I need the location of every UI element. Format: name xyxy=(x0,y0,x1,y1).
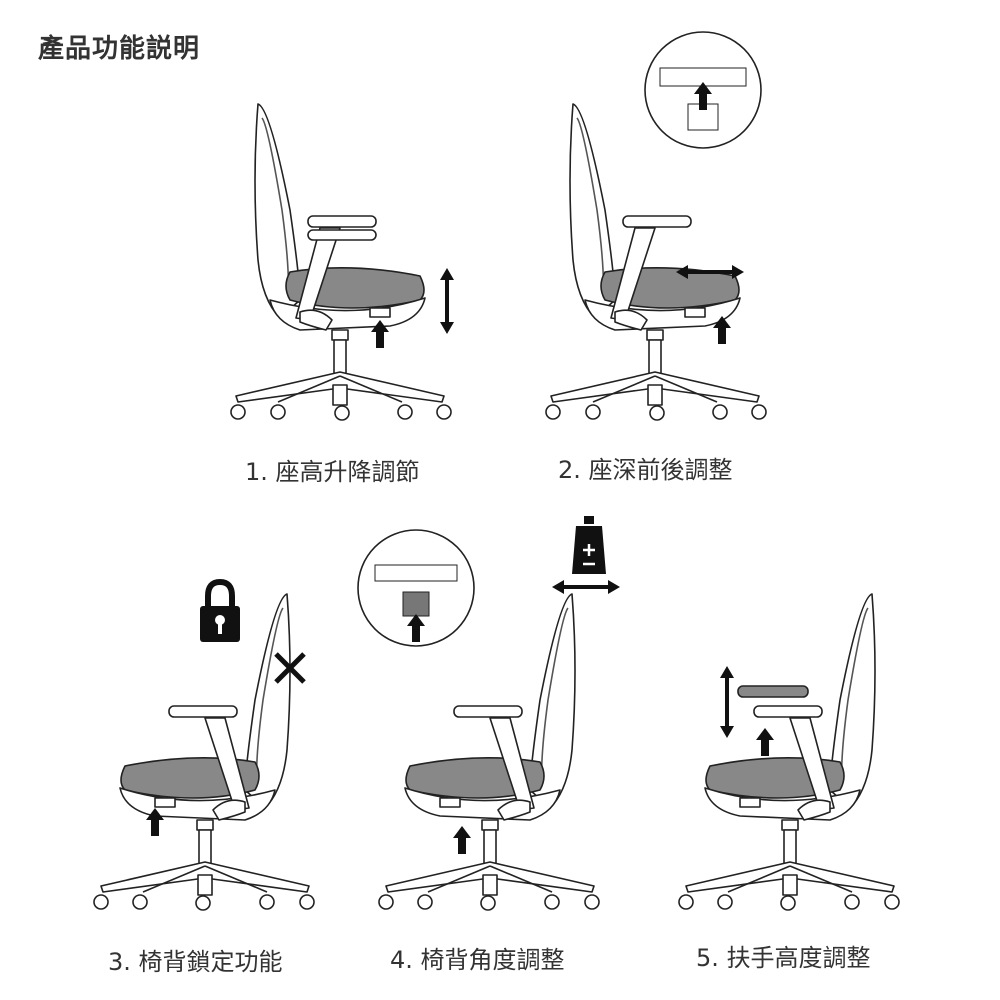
chair-1 xyxy=(230,103,452,421)
lock-icon xyxy=(200,578,240,642)
feature-caption-5: 5. 扶手高度調整 xyxy=(696,944,871,972)
feature-caption-4: 4. 椅背角度調整 xyxy=(390,946,565,974)
page-title: 產品功能説明 xyxy=(38,34,201,64)
chair-5 xyxy=(678,593,900,911)
backrest-angle-inset xyxy=(357,529,475,647)
armrest-raised xyxy=(737,685,809,698)
feature-caption-2: 2. 座深前後調整 xyxy=(558,456,733,484)
up-arrow-icon xyxy=(453,826,471,854)
up-arrow-icon xyxy=(756,728,774,756)
horizontal-arrow-icon xyxy=(676,265,744,279)
weight-icon xyxy=(552,516,620,594)
feature-caption-1: 1. 座高升降調節 xyxy=(245,458,420,486)
chair-2 xyxy=(545,103,767,421)
seat-depth-inset xyxy=(644,31,762,149)
x-icon xyxy=(274,652,306,684)
feature-caption-3: 3. 椅背鎖定功能 xyxy=(108,948,283,976)
vertical-arrow-icon xyxy=(440,268,454,334)
vertical-arrow-icon xyxy=(720,666,734,738)
